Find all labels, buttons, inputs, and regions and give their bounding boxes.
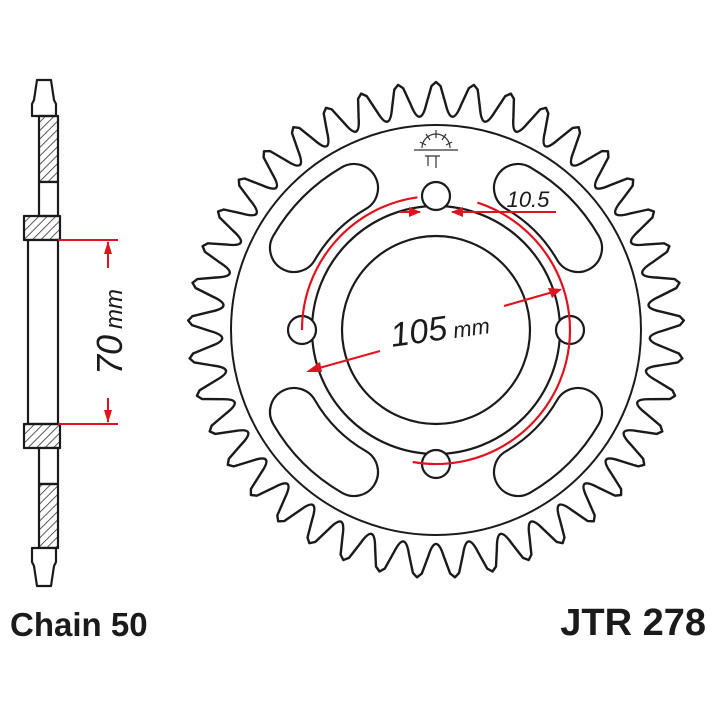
hub-width-label: 70mm <box>89 289 130 375</box>
side-profile <box>22 78 62 588</box>
lightening-window <box>268 386 380 498</box>
lightening-window <box>492 386 604 498</box>
sprocket-teeth-outline <box>187 80 685 579</box>
bolt-hole-dimension <box>400 207 556 217</box>
lightening-window <box>492 162 604 274</box>
bolt-hole <box>420 180 452 212</box>
bolt-circle-label: 105mm <box>388 303 492 354</box>
root-circle <box>230 124 642 536</box>
lightening-window <box>268 162 380 274</box>
lightening-windows <box>268 162 604 498</box>
center-bore <box>340 234 532 426</box>
part-number-label: JTR 278 <box>560 602 706 644</box>
chain-size-label: Chain 50 <box>10 606 148 643</box>
hub-width-dimension <box>58 239 118 425</box>
jt-logo-icon <box>414 130 458 168</box>
bolt-circle-dimension <box>300 196 572 466</box>
sprocket-front-view <box>187 80 685 579</box>
bolt-hole-label: 10.5 <box>507 187 551 212</box>
